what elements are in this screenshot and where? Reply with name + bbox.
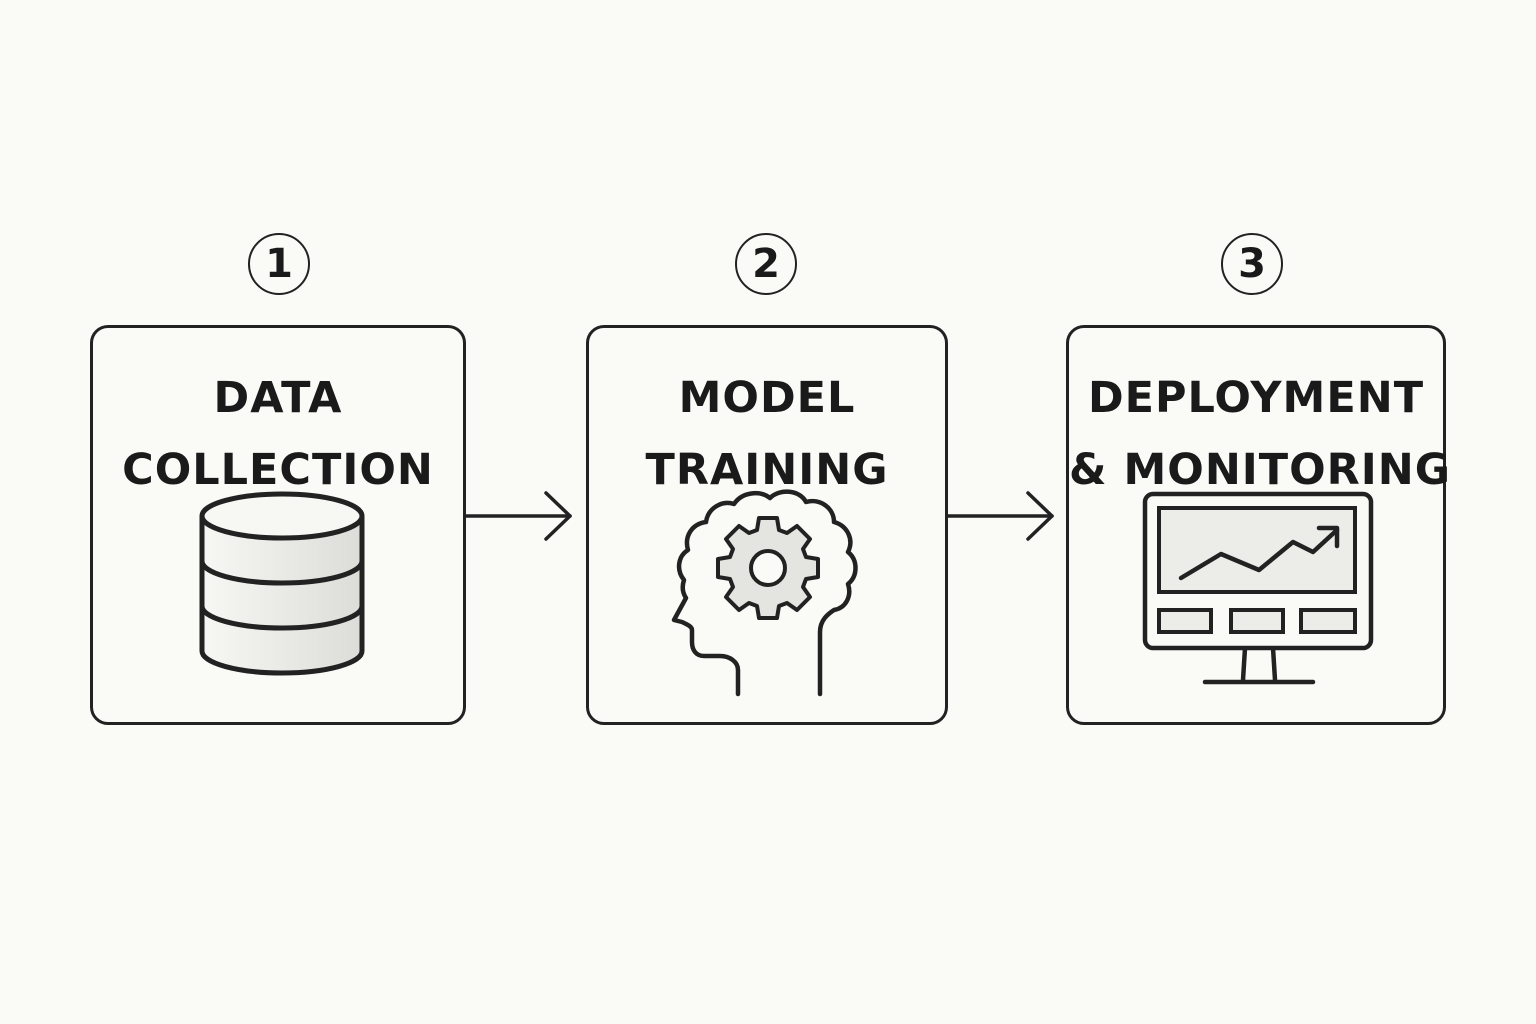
step-3-title-line2: & MONITORING xyxy=(1069,445,1452,495)
step-3-number: 3 xyxy=(1238,241,1266,287)
arrow-right-icon xyxy=(464,491,572,541)
step-1-title-line2: COLLECTION xyxy=(122,445,434,495)
step-2-title-line1: MODEL xyxy=(678,373,856,423)
database-icon xyxy=(199,491,365,676)
step-1-title-line1: DATA xyxy=(213,373,343,423)
step-2-box: MODEL TRAINING xyxy=(586,325,948,725)
step-3-title-line1: DEPLOYMENT xyxy=(1087,373,1425,423)
step-3-box: DEPLOYMENT & MONITORING xyxy=(1066,325,1452,725)
step-2-number-badge: 2 xyxy=(735,233,797,295)
step-2-title: MODEL TRAINING xyxy=(589,362,945,506)
step-2-title-line2: TRAINING xyxy=(645,445,889,495)
step-1-title: DATA COLLECTION xyxy=(93,362,463,506)
brain-gear-icon xyxy=(671,489,858,697)
step-1-number: 1 xyxy=(265,241,293,287)
step-1-number-badge: 1 xyxy=(248,233,310,295)
step-2-number: 2 xyxy=(752,241,780,287)
step-3-title: DEPLOYMENT & MONITORING xyxy=(1069,362,1452,506)
monitor-chart-icon xyxy=(1142,491,1374,685)
step-3-number-badge: 3 xyxy=(1221,233,1283,295)
arrow-right-icon xyxy=(946,491,1054,541)
step-1-box: DATA COLLECTION xyxy=(90,325,466,725)
